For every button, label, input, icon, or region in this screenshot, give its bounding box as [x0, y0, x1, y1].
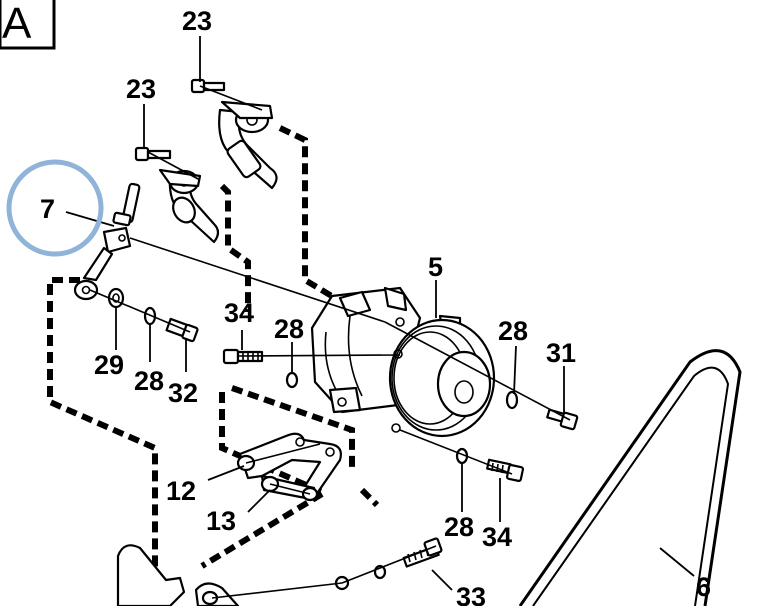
- bolt-31: [546, 408, 579, 431]
- assembly-lines: [89, 85, 571, 599]
- callout-33: 33: [456, 582, 486, 606]
- bolt-23-lower: [134, 146, 172, 162]
- callout-12: 12: [166, 476, 196, 506]
- highlight-circle: [6, 159, 104, 257]
- callout-34-lower: 34: [482, 522, 512, 552]
- pipe-assembly-7: [73, 182, 141, 301]
- bolt-23-upper: [190, 78, 226, 94]
- callout-32: 32: [168, 378, 198, 408]
- callout-34-upper: 34: [224, 298, 254, 328]
- callout-28-right: 28: [498, 316, 528, 346]
- callout-23-top: 23: [182, 6, 212, 36]
- callout-labels: 23 23 7 5 34 28 28 31 29 28 32 12 13 28 …: [40, 6, 711, 606]
- callout-28-upper: 28: [274, 314, 304, 344]
- callout-5: 5: [428, 252, 443, 282]
- callout-13: 13: [206, 506, 236, 536]
- drive-belt: [518, 349, 742, 606]
- washer-28-upper-left: [285, 371, 299, 389]
- washer-28-right: [505, 390, 519, 410]
- callout-7: 7: [40, 194, 55, 224]
- leader-lines: [65, 36, 695, 591]
- ac-compressor: [310, 286, 496, 438]
- callout-28-left: 28: [134, 366, 164, 396]
- dashed-guide-lines: [47, 125, 380, 570]
- lower-brackets: [116, 544, 240, 606]
- section-label-box: A: [0, 0, 56, 50]
- section-label: A: [2, 0, 32, 48]
- callout-23-lower: 23: [126, 74, 156, 104]
- callout-6: 6: [696, 572, 711, 602]
- callout-31: 31: [546, 338, 576, 368]
- hose-fitting-upper: [218, 100, 278, 190]
- callout-29: 29: [94, 350, 124, 380]
- callout-28-lower: 28: [444, 512, 474, 542]
- fasteners-left: [107, 287, 199, 343]
- bottom-fasteners-33: [334, 537, 443, 591]
- hose-fitting-lower: [158, 168, 220, 244]
